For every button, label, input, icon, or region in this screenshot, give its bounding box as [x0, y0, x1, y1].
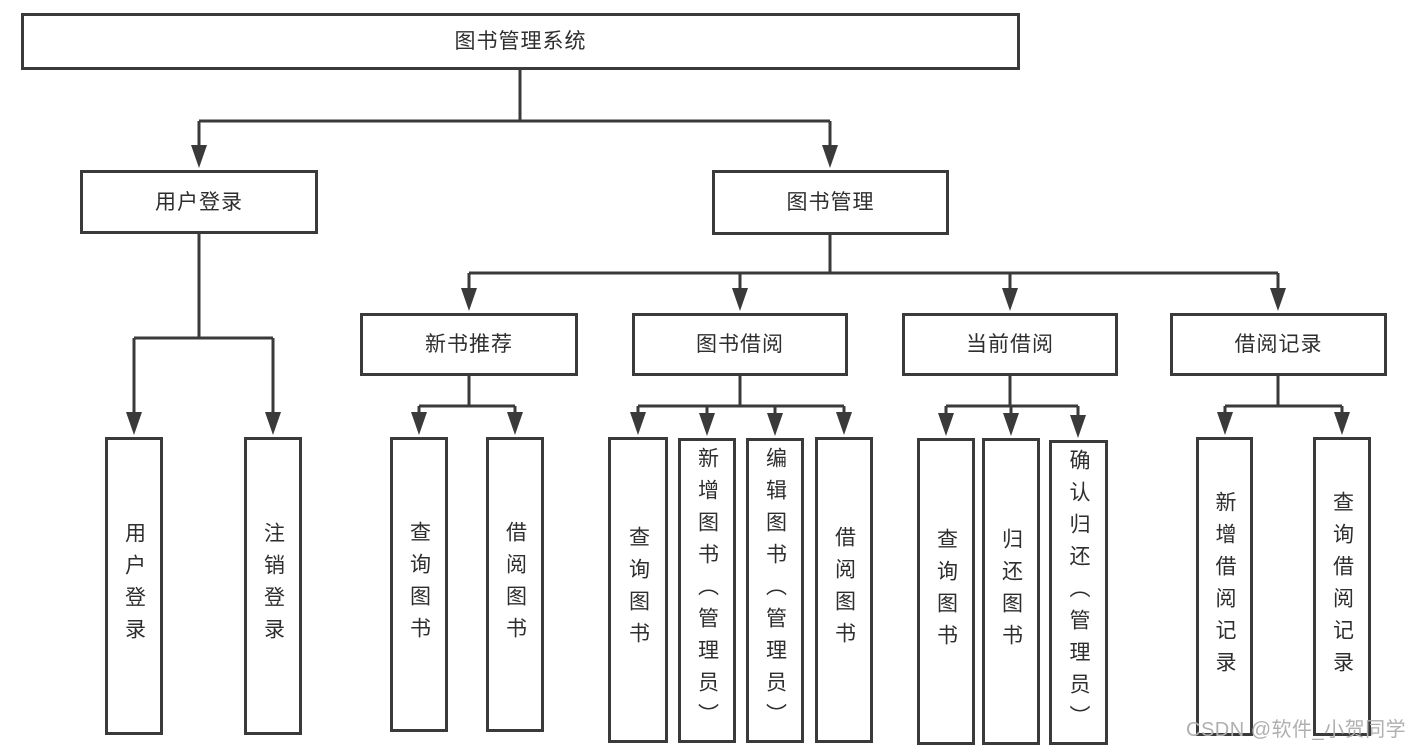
- leaf-borrow-books-borrowing: 借阅图书: [815, 437, 873, 743]
- leaf-edit-books-admin: 编辑图书（管理员）: [746, 438, 804, 743]
- leaf-return-books: 归还图书: [982, 438, 1040, 745]
- node-current-borrowing: 当前借阅: [902, 313, 1118, 376]
- leaf-query-books-current: 查询图书: [917, 438, 975, 745]
- arrowheads: [126, 145, 1350, 438]
- leaf-query-books-borrowing: 查询图书: [608, 437, 668, 743]
- leaf-query-books-recommend: 查询图书: [390, 437, 448, 732]
- node-new-book-recommend: 新书推荐: [360, 313, 578, 376]
- node-user-login: 用户登录: [80, 170, 318, 234]
- connector-stems: [132, 70, 1344, 419]
- leaf-add-books-admin: 新增图书（管理员）: [678, 438, 736, 743]
- node-library-management-system: 图书管理系统: [21, 13, 1020, 70]
- leaf-logout-login: 注销登录: [244, 437, 302, 735]
- leaf-borrow-books-recommend: 借阅图书: [486, 437, 544, 732]
- leaf-query-borrowing-record: 查询借阅记录: [1313, 437, 1371, 736]
- csdn-watermark: CSDN @软件_小贺同学: [1186, 719, 1405, 741]
- node-book-management: 图书管理: [712, 170, 949, 235]
- node-book-borrowing: 图书借阅: [632, 313, 848, 376]
- leaf-add-borrowing-record: 新增借阅记录: [1196, 437, 1253, 736]
- leaf-confirm-return-admin: 确认归还（管理员）: [1049, 440, 1108, 745]
- leaf-user-login: 用户登录: [105, 437, 163, 735]
- node-borrowing-records: 借阅记录: [1170, 313, 1387, 376]
